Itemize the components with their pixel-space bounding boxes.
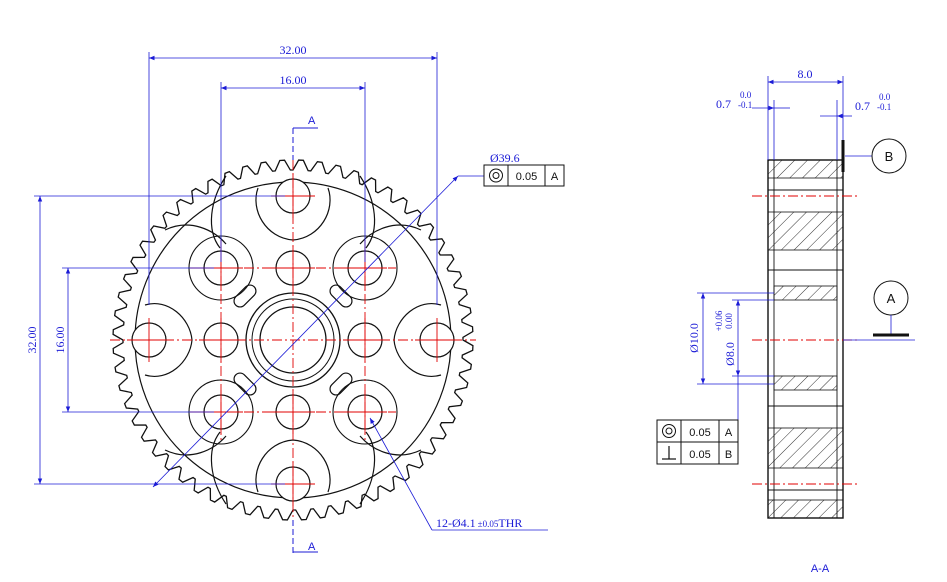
section-centerlines xyxy=(752,195,860,485)
left-offset-value: 0.7 xyxy=(716,97,731,111)
hole-note-tol: ±0.05 xyxy=(478,519,499,529)
diameter-fcf: 0.05 A xyxy=(483,164,565,187)
section-fcf: 0.05 A 0.05 B xyxy=(656,419,739,465)
datum-a-symbol: A xyxy=(843,280,915,341)
section-mark-bottom: A xyxy=(308,541,316,553)
hatch-hub-bottom xyxy=(773,375,838,391)
inner-height-dim: 16.00 xyxy=(53,327,67,354)
hatch-rim-bottom xyxy=(767,499,844,519)
section-edges xyxy=(768,160,843,518)
datum-b-label: B xyxy=(885,149,894,164)
section-diameter-dims xyxy=(697,292,774,420)
perpendicularity-icon xyxy=(662,446,676,460)
bore-tol-lower: 0.00 xyxy=(724,313,734,329)
section-cut-line xyxy=(292,127,318,555)
hole-note-prefix: 12-Ø4.1 xyxy=(436,516,476,530)
datum-a-label: A xyxy=(887,291,896,306)
bore-diameter-dim: Ø8.0 xyxy=(723,342,737,366)
hatch-hub-top xyxy=(773,285,838,301)
section-view-label: A-A xyxy=(811,563,830,575)
fcf-row1-tolerance: 0.05 xyxy=(689,427,710,439)
hatch-web-bottom xyxy=(767,427,844,469)
diameter-dim: Ø39.6 xyxy=(490,151,520,165)
inner-width-dim: 16.00 xyxy=(280,73,307,87)
fcf-row2-datum: B xyxy=(725,449,732,461)
hole-note: 12-Ø4.1±0.05THR xyxy=(436,516,522,530)
right-offset-upper: 0.0 xyxy=(879,92,891,102)
front-view: A A 32.00 16.00 32.00 16.00 Ø3 xyxy=(25,43,565,555)
fcf-row1-datum: A xyxy=(725,427,733,439)
fcf-row2-tolerance: 0.05 xyxy=(689,449,710,461)
concentricity-icon xyxy=(489,168,503,183)
datum-b-symbol: B xyxy=(841,138,907,174)
fcf-tolerance: 0.05 xyxy=(516,171,537,183)
hatch-web-top xyxy=(767,211,844,251)
fcf-datum: A xyxy=(551,171,559,183)
right-offset-value: 0.7 xyxy=(855,99,870,113)
section-view: 8.0 0.7 0.0 -0.1 0.7 0.0 -0.1 Ø10.0 Ø8.0… xyxy=(656,67,915,575)
section-mark-top: A xyxy=(308,115,316,127)
left-offset-lower: -0.1 xyxy=(738,100,752,110)
diameter-leader xyxy=(152,175,484,488)
section-width-dim: 8.0 xyxy=(798,67,813,81)
bore-tol-upper: +0.06 xyxy=(714,310,724,331)
overall-width-dim: 32.00 xyxy=(280,43,307,57)
outer-diameter-dim: Ø10.0 xyxy=(687,323,701,353)
concentricity-icon xyxy=(662,424,676,438)
hole-leader xyxy=(369,417,548,531)
overall-height-dim: 32.00 xyxy=(25,327,39,354)
hole-note-suffix: THR xyxy=(498,516,522,530)
left-offset-upper: 0.0 xyxy=(740,90,752,100)
width-dim-lines xyxy=(752,76,852,160)
right-offset-lower: -0.1 xyxy=(877,102,891,112)
hatch-rim-top xyxy=(767,159,844,179)
